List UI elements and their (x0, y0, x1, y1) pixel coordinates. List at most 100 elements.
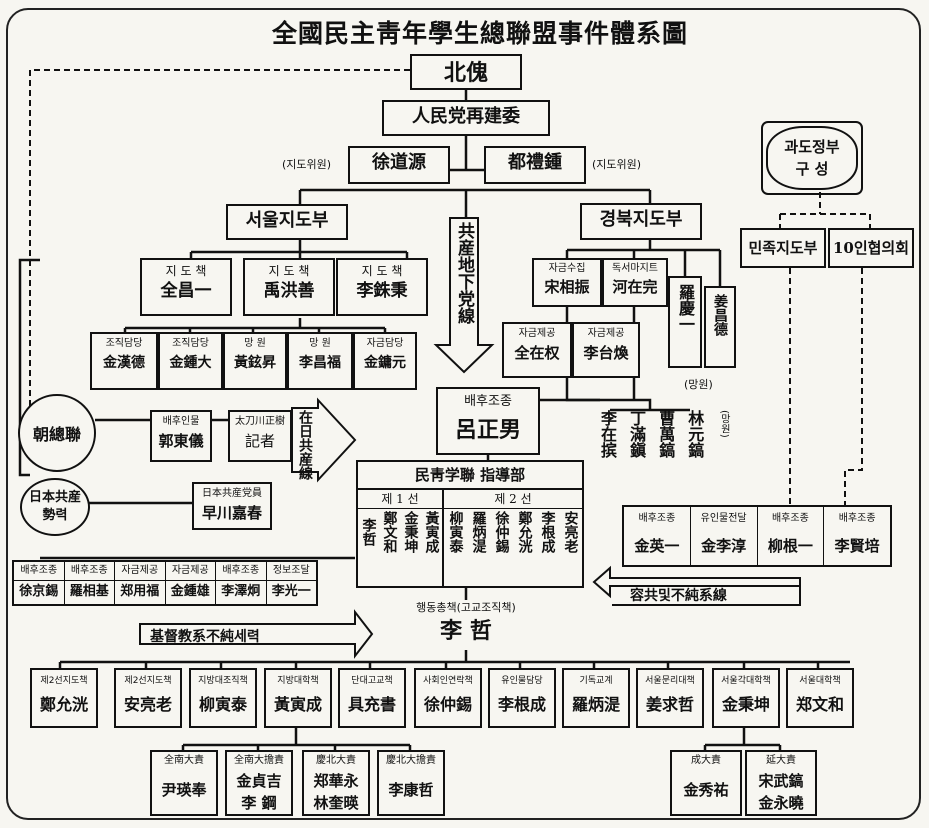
hq-member-name: 安亮老 (562, 511, 579, 553)
hq-member-name: 黃寅成 (423, 511, 440, 553)
north-korea-box: 北傀 (410, 54, 522, 90)
hq-member-name: 李根成 (539, 511, 556, 553)
left-group-name: 李光一 (271, 584, 311, 599)
left-group-name: 李澤炯 (221, 584, 261, 599)
bottom-role: 서울문리대책 (645, 676, 695, 686)
seoul-member-4: 망 원 李昌福 (287, 332, 353, 390)
sub-name: 金秀祐 (683, 781, 729, 799)
sub-role: 慶北大擔責 (386, 755, 436, 766)
seoul-branch-box: 서울지도부 (226, 204, 348, 240)
sub-role: 全南大擔責 (234, 755, 284, 766)
bottom-name: 柳寅泰 (198, 695, 247, 714)
bottom-role: 제2선지도책 (40, 676, 88, 686)
sub-box-left: 全南大擔責金貞吉李 鋼 (225, 750, 293, 816)
gyeongbuk-vertical-2: 姜昌德 (704, 286, 736, 368)
leader-box-right: 都禮鍾 (484, 146, 586, 184)
japan-link-box: 日本共産党員 早川嘉春 (192, 482, 272, 530)
underground-line-label: 共産地下党線 (454, 222, 474, 324)
seoul-chief-3: 지 도 책 李銖秉 (336, 258, 428, 316)
hq-line2-names: 柳寅泰羅炳湜徐仲錫鄭允洸李根成安亮老 (444, 509, 582, 553)
leader-box-left: 徐道源 (348, 146, 450, 184)
gyeongbuk-vertical-1: 羅慶一 (668, 276, 702, 368)
sub-name: 金永曉 (758, 794, 804, 812)
hq-line1-names: 李哲鄭文和金秉坤黃寅成 (358, 509, 442, 553)
left-group-name: 羅相基 (69, 584, 109, 599)
bottom-role: 제2선지도책 (124, 676, 172, 686)
right-group-role: 배후조종 (638, 513, 676, 524)
bottom-name: 具充書 (347, 695, 396, 714)
left-group-role: 자금제공 (115, 562, 165, 581)
hq-box: 民靑学聯 指導部 제 1 선 李哲鄭文和金秉坤黃寅成 제 2 선 柳寅泰羅炳湜徐… (356, 460, 584, 588)
gyeongbuk-branch-box: 경북지도부 (580, 203, 702, 240)
chongryon-circle: 朝總聯 (18, 394, 96, 472)
hq-member-name: 羅炳湜 (470, 511, 487, 553)
gyeongbuk-vertical-note: (망원) (684, 378, 713, 391)
diagram-frame (6, 8, 921, 820)
bottom-role-box: 제2선지도책 鄭允洸 (30, 668, 98, 728)
right-group-role: 배후조종 (771, 513, 809, 524)
right-group-name: 柳根一 (767, 537, 813, 555)
left-group-name: 徐京錫 (19, 584, 59, 599)
seoul-member-3: 망 원 黃鉉昇 (223, 332, 287, 390)
sub-name: 金貞吉 (236, 772, 282, 790)
seoul-chief-2: 지 도 책 禹洪善 (243, 258, 335, 316)
hq-member-name: 李哲 (360, 518, 377, 546)
sub-name: 李 鋼 (241, 794, 277, 812)
bottom-role-box: 서울문리대책 姜求哲 (636, 668, 704, 728)
hq-line1: 제 1 선 李哲鄭文和金秉坤黃寅成 (358, 490, 444, 586)
hq-member-name: 鄭允洸 (516, 511, 533, 553)
right-group-role: 유인물전달 (700, 513, 747, 524)
left-group-role: 자금제공 (165, 562, 215, 581)
sub-role: 成大責 (691, 755, 721, 766)
hq-member-name: 柳寅泰 (447, 511, 464, 553)
gyeongbuk-member-2: 자금제공 李台煥 (572, 322, 640, 378)
hq-label: 民靑学聯 指導部 (358, 462, 582, 490)
bottom-name: 金秉坤 (721, 695, 770, 714)
bottom-name: 鄭允洸 (39, 695, 88, 714)
left-group-role: 배후조종 (14, 562, 64, 581)
seoul-member-5: 자금담당 金鏞元 (353, 332, 417, 390)
bottom-role: 지방대학책 (277, 676, 319, 686)
leader-note-right: (지도위원) (592, 158, 642, 171)
sub-name: 林奎暎 (313, 794, 359, 812)
hq-lines: 제 1 선 李哲鄭文和金秉坤黃寅成 제 2 선 柳寅泰羅炳湜徐仲錫鄭允洸李根成安… (358, 490, 582, 586)
seoul-member-2: 조직담당 金鍾大 (158, 332, 223, 390)
bottom-name: 李根成 (497, 695, 546, 714)
bottom-name: 姜求哲 (645, 695, 694, 714)
sub-name: 宋武鎬 (758, 772, 804, 790)
sub-role: 慶北大責 (316, 755, 356, 766)
gyeongbuk-chief-1: 자금수집 宋相振 (532, 258, 602, 307)
right-group-name: 金李淳 (701, 537, 747, 555)
action-leader: 행동총책(고교조직책) 李 哲 (416, 601, 516, 644)
zainichi-line-label: 在日共産線 (297, 410, 313, 480)
hq-member-name: 金秉坤 (402, 511, 419, 553)
left-group-cell: 배후조종 徐京錫 (14, 562, 65, 604)
bottom-role: 유인물담당 (501, 676, 543, 686)
left-group-cell: 자금제공 金鍾雄 (165, 562, 216, 604)
gyeongbuk-lower-names: 李在摈 丁滿鎭 曹萬鎬 林元鎬 (망원) (598, 410, 730, 458)
bottom-role: 기독교계 (579, 676, 613, 686)
sub-box-left: 慶北大責郑華永林奎暎 (302, 750, 370, 816)
bottom-role: 서울대학책 (799, 676, 841, 686)
bottom-name: 羅炳湜 (571, 695, 620, 714)
chongryon-link-2: 太刀川正樹 記者 (228, 410, 292, 462)
hq-member-name: 徐仲錫 (493, 511, 510, 553)
bottom-role: 사회인연락책 (423, 676, 473, 686)
committee-box: 人民党再建委 (382, 100, 550, 136)
left-group-cell: 배후조종 羅相基 (64, 562, 115, 604)
left-group-role: 배후조종 (64, 562, 114, 581)
bottom-name: 徐仲錫 (423, 695, 472, 714)
sub-role: 延大責 (766, 755, 796, 766)
bottom-role-box: 유인물담당 李根成 (488, 668, 556, 728)
bottom-name: 黃寅成 (273, 695, 322, 714)
left-group-name: 金鍾雄 (170, 584, 210, 599)
seoul-member-1: 조직담당 金漢德 (90, 332, 158, 390)
